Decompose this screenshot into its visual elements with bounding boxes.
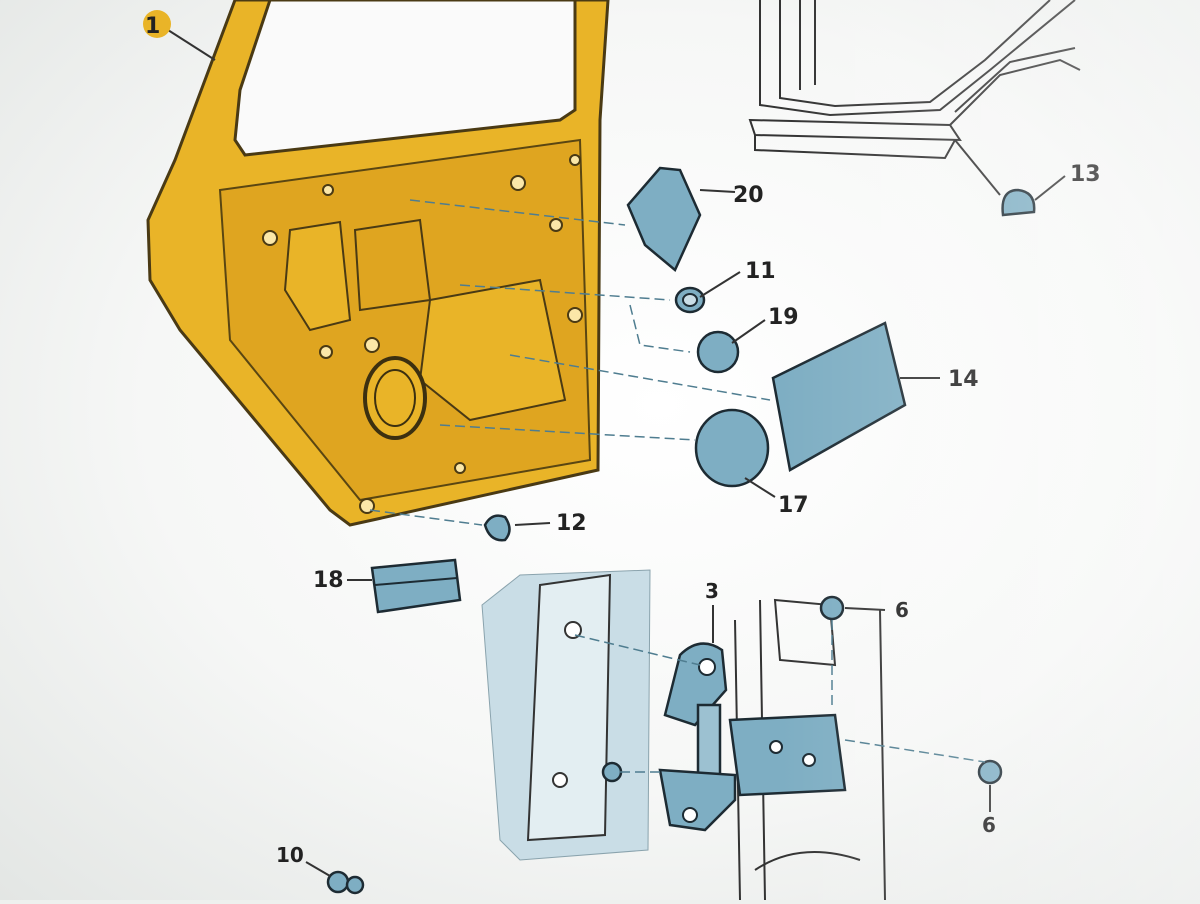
part-17-cover (694, 408, 770, 488)
callout-3: 3 (705, 579, 719, 603)
hinge-bolts (326, 595, 1003, 895)
callout-6-bottom: 6 (982, 813, 996, 837)
part-11-grommet (674, 286, 706, 314)
callout-17: 17 (778, 493, 809, 518)
callout-14: 14 (948, 367, 979, 392)
guide-lines (369, 199, 986, 773)
part-18-bracket (370, 558, 462, 614)
leader-lines (167, 29, 1066, 877)
callout-19: 19 (768, 305, 799, 330)
callout-11: 11 (745, 259, 776, 284)
part-12-plug (483, 514, 511, 542)
body-pillar-outline (748, 0, 1081, 196)
callout-13: 13 (1070, 162, 1101, 187)
callout-10: 10 (276, 843, 304, 867)
callout-18: 18 (313, 568, 344, 593)
part-3-hinge (658, 642, 847, 832)
callout-20: 20 (733, 183, 764, 208)
callout-12: 12 (556, 511, 587, 536)
part-14-sheet (771, 321, 907, 472)
door-panel (146, 0, 610, 527)
callout-1-marker (143, 10, 171, 38)
callout-6-top: 6 (895, 598, 909, 622)
callout-1: 1 (145, 14, 160, 39)
part-19-plug (696, 330, 740, 374)
part-20-patch (626, 166, 702, 273)
part-13-cap (1001, 188, 1036, 217)
